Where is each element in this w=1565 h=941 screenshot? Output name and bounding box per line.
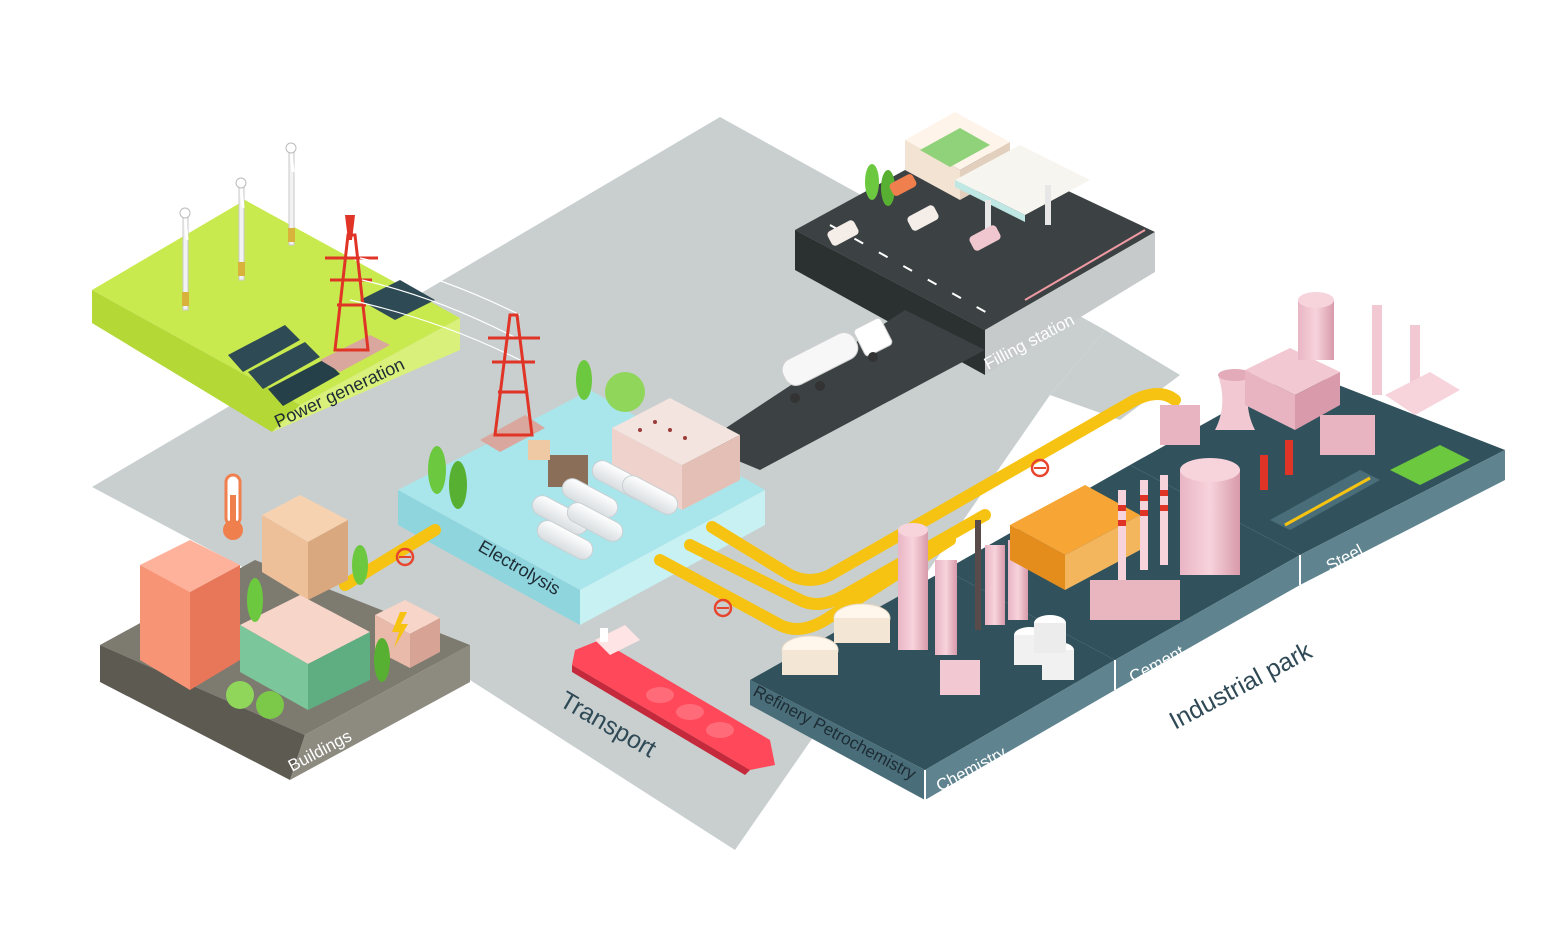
smokestack-icon [1160, 475, 1168, 565]
wind-turbine-icon [221, 168, 263, 281]
electrolysis-tile [398, 313, 765, 625]
smokestack-icon [1118, 490, 1126, 580]
tanker-ship-icon [572, 625, 775, 775]
industrial-park [750, 292, 1505, 800]
power-generation-tile [92, 136, 460, 432]
buildings-tile [100, 473, 470, 780]
lightning-icon [392, 612, 408, 648]
tanker-truck-icon [781, 317, 893, 403]
electrolyser-building [612, 398, 740, 510]
wind-turbine-icon [269, 136, 313, 246]
valve-icon [713, 598, 733, 618]
wind-turbine-icon [164, 198, 206, 311]
hydrogen-pipelines [339, 388, 1181, 635]
solar-panel-icon [228, 280, 435, 406]
power-pylon-icon [320, 215, 390, 372]
power-lines [349, 257, 521, 361]
power-pylon-icon [480, 313, 545, 452]
smokestack-icon [1140, 480, 1148, 570]
thermometer-icon [223, 473, 243, 540]
valve-icon [1030, 458, 1050, 478]
hydrogen-tank-icon [531, 460, 679, 560]
industrial-park-label: Industrial park [1165, 637, 1317, 736]
valve-icon [395, 547, 415, 567]
filling-station-tile [700, 112, 1155, 470]
